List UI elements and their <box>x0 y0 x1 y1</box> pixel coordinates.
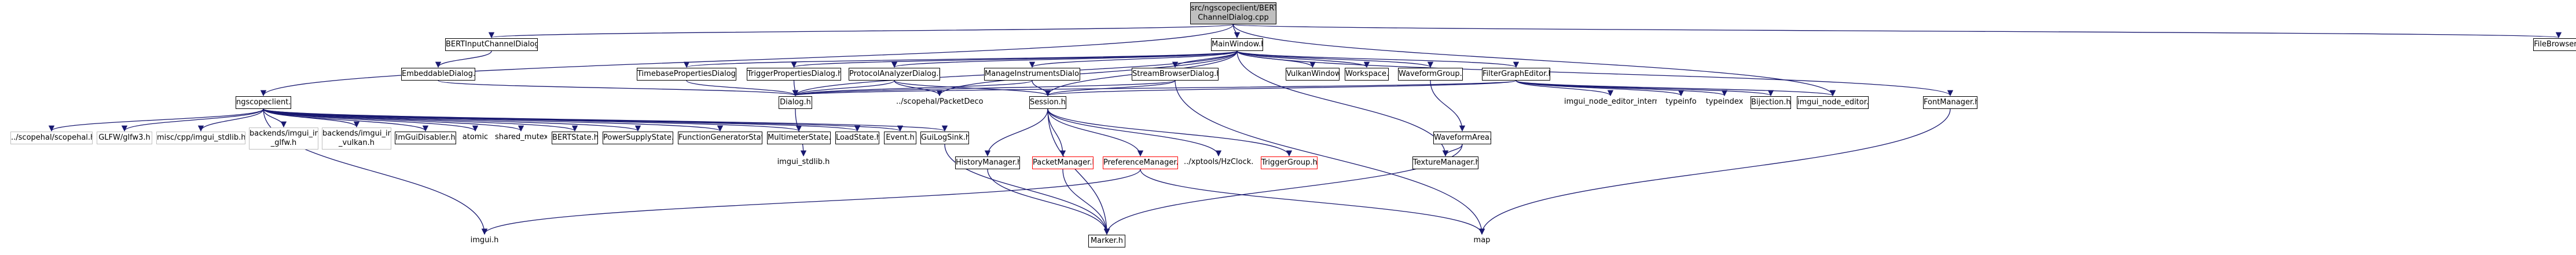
edge-session-to-trigger-group <box>1047 108 1293 157</box>
node-root-file[interactable]: src/ngscopeclient/BERTInput ChannelDialo… <box>1190 2 1276 24</box>
node-stream-browser-dialog[interactable]: StreamBrowserDialog.h <box>1132 68 1219 81</box>
edge-filter-graph-editor-to-session <box>1045 80 1517 97</box>
node-bijection[interactable]: Bijection.h <box>1751 96 1791 109</box>
edge-filter-graph-editor-to-imgui-node-editor <box>1515 80 1836 97</box>
node-hz-clock[interactable]: ../xptools/HzClock.h <box>1184 158 1253 166</box>
edge-packet-manager-to-marker <box>1062 169 1110 235</box>
edge-mainwindow-to-font-manager <box>1236 50 1953 97</box>
edge-preference-manager-to-imgui <box>481 169 1141 235</box>
node-session[interactable]: Session.h <box>1029 96 1066 109</box>
edge-root-file-to-filebrowser <box>1232 24 2561 39</box>
edge-session-to-marker <box>1047 108 1110 235</box>
edge-ngscopeclient-to-backends-glfw <box>263 108 287 128</box>
node-imgui[interactable]: imgui.h <box>470 236 499 245</box>
node-power-supply-state[interactable]: PowerSupplyState.h <box>603 132 673 144</box>
node-gui-log-sink[interactable]: GuiLogSink.h <box>920 132 969 144</box>
edge-stream-browser-dialog-to-session <box>1044 80 1176 97</box>
edge-mainwindow-to-trigger-properties-dialog <box>791 50 1238 68</box>
edge-ngscopeclient-to-imgui-disabler <box>263 108 429 132</box>
edge-ngscopeclient-to-shared-mutex <box>263 108 524 132</box>
edge-font-manager-to-map <box>1478 108 1951 235</box>
node-vulkan-window[interactable]: VulkanWindow.h <box>1286 68 1340 81</box>
edge-session-to-history-manager <box>984 108 1048 157</box>
node-bert-input-channel-dialog[interactable]: BERTInputChannelDialog.h <box>445 38 538 51</box>
node-function-generator-state[interactable]: FunctionGeneratorState.h <box>678 132 762 144</box>
edge-embeddable-dialog-to-dialog <box>438 80 798 97</box>
node-multimeter-state[interactable]: MultimeterState.h <box>767 132 831 144</box>
node-preference-manager[interactable]: PreferenceManager.h <box>1103 156 1178 169</box>
edge-protocol-analyzer-dialog-to-dialog <box>792 80 895 97</box>
edge-ngscopeclient-to-atomic <box>263 108 479 132</box>
node-ngscopeclient[interactable]: ngscopeclient.h <box>236 96 291 109</box>
node-imgui-node-editor-internal[interactable]: imgui_node_editor_internal.h <box>1564 97 1657 106</box>
node-protocol-analyzer-dialog[interactable]: ProtocolAnalyzerDialog.h <box>849 68 940 81</box>
edge-manage-instruments-dialog-to-dialog <box>792 80 1033 97</box>
edge-root-file-to-ngscopeclient <box>260 24 1234 97</box>
node-root-line1: src/ngscopeclient/BERTInput <box>1191 4 1276 13</box>
node-workspace[interactable]: Workspace.h <box>1345 68 1389 81</box>
edge-mainwindow-to-manage-instruments-dialog <box>1029 50 1238 68</box>
node-typeinfo[interactable]: typeinfo <box>1665 97 1697 106</box>
edge-ngscopeclient-to-gui-log-sink <box>263 108 948 132</box>
edge-ngscopeclient-to-misc-cpp-imgui-stdlib <box>197 108 264 132</box>
node-glfw[interactable]: GLFW/glfw3.h <box>97 132 152 144</box>
node-trigger-group[interactable]: TriggerGroup.h <box>1261 156 1318 169</box>
node-filter-graph-editor[interactable]: FilterGraphEditor.h <box>1482 68 1550 81</box>
edge-mainwindow-to-protocol-analyzer-dialog <box>891 50 1238 68</box>
node-filebrowser[interactable]: FileBrowser.h <box>2533 38 2576 51</box>
node-load-state[interactable]: LoadState.h <box>835 132 879 144</box>
node-trigger-properties-dialog[interactable]: TriggerPropertiesDialog.h <box>747 68 841 81</box>
node-backends-vulkan-line1: backends/imgui_impl <box>322 129 391 138</box>
node-typeindex[interactable]: typeindex <box>1705 97 1744 106</box>
edge-bert-input-channel-dialog-to-embeddable-dialog <box>435 50 492 68</box>
edge-session-to-preference-manager <box>1047 108 1144 157</box>
node-waveform-group[interactable]: WaveformGroup.h <box>1398 68 1463 81</box>
node-imgui-node-editor[interactable]: imgui_node_editor.h <box>1797 96 1869 109</box>
edge-root-file-to-bert-input-channel-dialog <box>489 24 1234 39</box>
node-history-manager[interactable]: HistoryManager.h <box>955 156 1020 169</box>
node-embeddable-dialog[interactable]: EmbeddableDialog.h <box>401 68 475 81</box>
node-dialog[interactable]: Dialog.h <box>779 96 812 109</box>
node-backends-vulkan-line2: _vulkan.h <box>339 139 375 147</box>
node-timebase-properties-dialog[interactable]: TimebasePropertiesDialog.h <box>637 68 736 81</box>
edge-stream-browser-dialog-to-map <box>1175 80 1485 235</box>
node-backends-glfw-line1: backends/imgui_impl <box>249 129 318 138</box>
edge-mainwindow-to-filter-graph-editor <box>1236 50 1519 68</box>
node-waveform-area[interactable]: WaveformArea.h <box>1433 132 1491 144</box>
node-imgui-disabler[interactable]: ImGuiDisabler.h <box>395 132 456 144</box>
node-scopehal[interactable]: ../scopehal/scopehal.h <box>10 132 93 144</box>
edge-session-to-hz-clock <box>1047 108 1222 157</box>
edge-timebase-properties-dialog-to-dialog <box>686 80 799 97</box>
node-map[interactable]: map <box>1473 236 1491 245</box>
node-packet-decoder[interactable]: ../scopehal/PacketDecoder.h <box>896 97 983 106</box>
edge-ngscopeclient-to-scopehal <box>48 108 264 132</box>
node-mainwindow[interactable]: MainWindow.h <box>1211 38 1263 51</box>
node-packet-manager[interactable]: PacketManager.h <box>1032 156 1093 169</box>
edge-history-manager-to-marker <box>987 169 1110 235</box>
node-atomic[interactable]: atomic <box>462 133 489 141</box>
edge-ngscopeclient-to-glfw <box>121 108 264 132</box>
node-marker[interactable]: Marker.h <box>1088 235 1125 247</box>
edge-root-file-to-imgui-node-editor <box>1232 24 1836 97</box>
edge-ngscopeclient-to-bert-state <box>263 108 578 132</box>
node-bert-state[interactable]: BERTState.h <box>552 132 598 144</box>
edge-filter-graph-editor-to-dialog <box>792 80 1517 97</box>
node-misc-cpp-imgui-stdlib[interactable]: misc/cpp/imgui_stdlib.h <box>156 132 245 144</box>
node-font-manager[interactable]: FontManager.h <box>1923 96 1977 109</box>
node-root-line2: ChannelDialog.cpp <box>1198 13 1269 22</box>
edge-ngscopeclient-to-power-supply-state <box>263 108 641 132</box>
node-backends-vulkan[interactable]: backends/imgui_impl _vulkan.h <box>322 128 391 150</box>
edge-waveform-group-to-waveform-area <box>1430 80 1466 132</box>
node-texture-manager[interactable]: TextureManager.h <box>1412 156 1478 169</box>
edge-filter-graph-editor-to-imgui-node-editor-internal <box>1515 80 1614 97</box>
node-shared-mutex[interactable]: shared_mutex <box>495 133 547 141</box>
node-event[interactable]: Event.h <box>884 132 916 144</box>
node-backends-glfw[interactable]: backends/imgui_impl _glfw.h <box>249 128 318 150</box>
node-backends-glfw-line2: _glfw.h <box>270 139 297 147</box>
node-imgui-stdlib[interactable]: imgui_stdlib.h <box>777 158 830 166</box>
edge-mainwindow-to-waveform-group <box>1236 50 1433 68</box>
edge-preference-manager-to-map <box>1140 169 1485 235</box>
node-manage-instruments-dialog[interactable]: ManageInstrumentsDialog.h <box>984 68 1080 81</box>
edge-stream-browser-dialog-to-dialog <box>792 80 1176 97</box>
